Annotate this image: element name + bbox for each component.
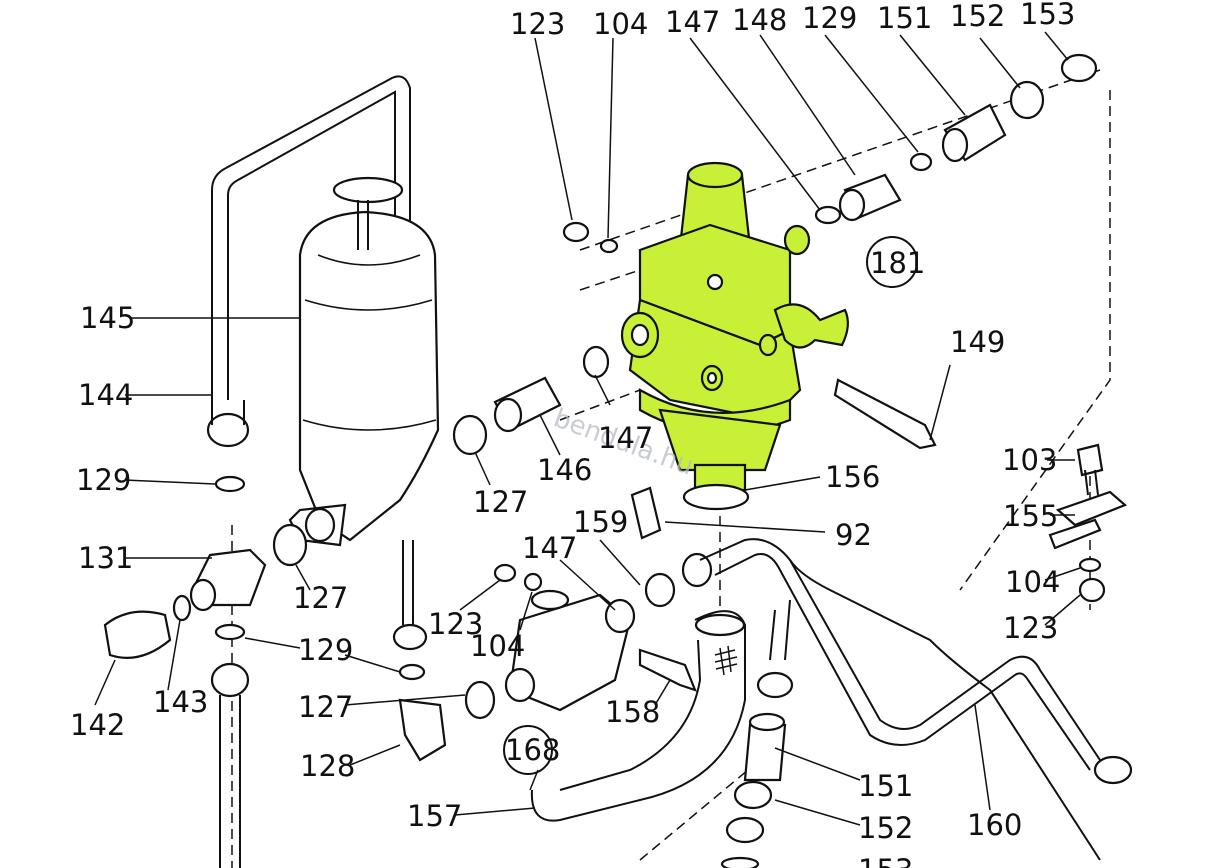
- hose-end: [694, 613, 746, 637]
- label-143: 143: [153, 685, 208, 719]
- label-129: 129: [76, 463, 131, 497]
- fittings-lower-right: [720, 671, 794, 868]
- tee-assembly: [103, 400, 267, 868]
- label-147: 147: [665, 5, 720, 39]
- label-129: 129: [802, 1, 857, 35]
- label-157: 157: [407, 799, 462, 833]
- label-181: 181: [870, 246, 925, 280]
- label-129: 129: [298, 633, 353, 667]
- center-fittings: [272, 345, 610, 567]
- bolt-149: [833, 378, 937, 450]
- label-146: 146: [537, 453, 592, 487]
- label-142: 142: [70, 708, 125, 742]
- label-128: 128: [300, 749, 355, 783]
- fitting-row-top: [562, 53, 1098, 254]
- label-123: 123: [428, 607, 483, 641]
- gasket-156: [682, 483, 750, 511]
- label-151: 151: [858, 769, 913, 803]
- label-104: 104: [470, 629, 525, 663]
- label-152: 152: [950, 0, 1005, 33]
- label-152: 152: [858, 811, 913, 845]
- label-127: 127: [293, 581, 348, 615]
- label-148: 148: [732, 3, 787, 37]
- label-147: 147: [598, 421, 653, 455]
- filter-canister: [288, 176, 440, 547]
- label-149: 149: [950, 325, 1005, 359]
- label-92: 92: [835, 518, 872, 552]
- label-160: 160: [967, 808, 1022, 842]
- label-145: 145: [80, 301, 135, 335]
- clamp-parts: [1048, 443, 1128, 603]
- pipe-160: [699, 538, 1133, 861]
- label-144: 144: [78, 378, 133, 412]
- callout-circle-181: [866, 236, 918, 288]
- label-131: 131: [78, 541, 133, 575]
- label-104: 104: [593, 7, 648, 41]
- label-104: 104: [1005, 565, 1060, 599]
- label-153: 153: [1020, 0, 1075, 31]
- supply-pipe: [211, 75, 411, 400]
- part-labels: 123 104 147 148 129 151 152 153 181 145 …: [70, 0, 1075, 868]
- label-127: 127: [473, 485, 528, 519]
- label-123: 123: [510, 7, 565, 41]
- label-156: 156: [825, 460, 880, 494]
- hose-157: [530, 610, 746, 822]
- label-168: 168: [505, 733, 560, 767]
- label-158: 158: [605, 695, 660, 729]
- label-151: 151: [877, 1, 932, 35]
- label-147: 147: [522, 531, 577, 565]
- callout-circle-168: [503, 725, 553, 775]
- label-155: 155: [1003, 499, 1058, 533]
- label-123: 123: [1003, 611, 1058, 645]
- label-159: 159: [573, 505, 628, 539]
- label-103: 103: [1002, 443, 1057, 477]
- mesh-screen: [714, 645, 738, 676]
- pressure-regulator: [620, 161, 849, 492]
- label-153: 153: [858, 853, 913, 868]
- label-127: 127: [298, 690, 353, 724]
- valve-body-lower: [392, 486, 713, 762]
